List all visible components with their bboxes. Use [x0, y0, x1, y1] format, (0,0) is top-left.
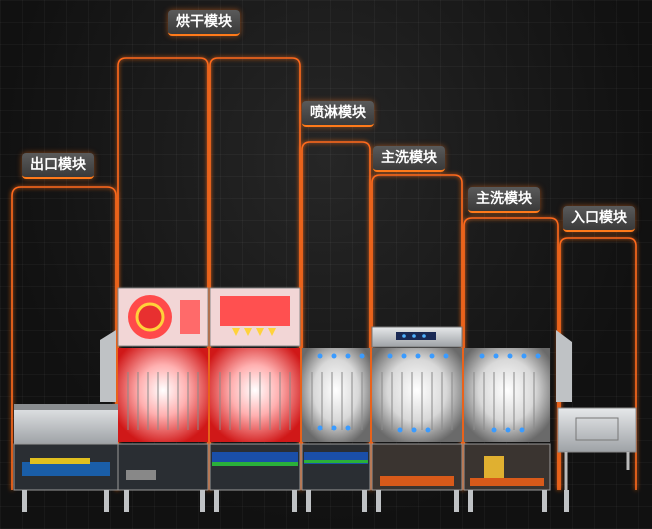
dry-base-1: [117, 443, 209, 491]
machine-legs: [22, 490, 569, 512]
dry-base-2: [209, 443, 301, 491]
outline-dry-left: [117, 57, 209, 490]
outline-spray: [301, 141, 371, 490]
main-wash-chamber-2: [464, 348, 550, 442]
spray-nozzles: [317, 353, 541, 433]
right-hood: [556, 330, 572, 402]
outline-main1: [371, 174, 463, 490]
spray-base: [301, 443, 371, 491]
label-entry-module: 入口模块: [563, 206, 635, 232]
spray-chamber: [302, 348, 370, 442]
main-wash-chamber-1: [372, 348, 462, 442]
dry-chamber-2: [210, 348, 300, 442]
outline-entry: [559, 237, 637, 490]
module-outlines: [11, 57, 637, 490]
label-exit-module: 出口模块: [22, 153, 94, 179]
outline-exit: [11, 186, 117, 490]
heat-arrows: [232, 328, 276, 336]
dry-chamber-1: [118, 348, 208, 442]
label-dry-module: 烘干模块: [168, 10, 240, 36]
label-spray-module: 喷淋模块: [302, 101, 374, 127]
exit-conveyor: [14, 404, 118, 444]
outline-dry-right: [209, 57, 301, 490]
left-hood: [100, 330, 116, 402]
label-main-wash-module-1: 主洗模块: [373, 146, 445, 172]
dish-racks: [127, 372, 535, 430]
entry-conveyor: [557, 407, 637, 453]
outline-main2: [463, 217, 559, 490]
fan-icon: [135, 302, 165, 332]
label-main-wash-module-2: 主洗模块: [468, 187, 540, 213]
